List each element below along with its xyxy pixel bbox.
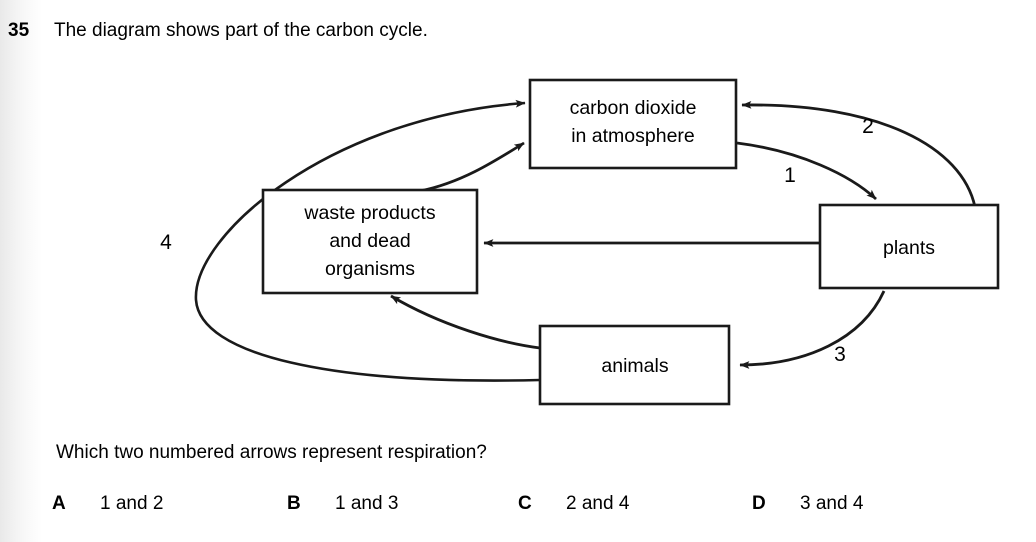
box-animals: animals <box>538 324 731 406</box>
answer-option-b[interactable]: B 1 and 3 <box>287 493 398 515</box>
carbon-cycle-diagram: carbon dioxide in atmosphere waste produ… <box>0 55 1036 425</box>
answer-option-c-text: 2 and 4 <box>566 493 630 514</box>
question-stem: The diagram shows part of the carbon cyc… <box>54 20 428 41</box>
box-plants-label: plants <box>883 237 935 259</box>
arrow-waste-to-co2 <box>419 141 525 193</box>
arrow-1-co2-to-plants <box>736 141 877 201</box>
box-waste-products-line-3: organisms <box>325 258 415 280</box>
question-number: 35 <box>8 20 30 41</box>
answer-option-a-letter: A <box>52 493 66 514</box>
box-animals-label: animals <box>601 355 668 377</box>
question-header: 35 The diagram shows part of the carbon … <box>8 20 428 42</box>
arrow-label-1: 1 <box>784 164 796 187</box>
carbon-cycle-svg: carbon dioxide in atmosphere waste produ… <box>160 78 1000 406</box>
box-waste-products-line-1: waste products <box>303 202 435 224</box>
answer-option-b-text: 1 and 3 <box>335 493 399 514</box>
answer-option-d[interactable]: D 3 and 4 <box>752 493 863 515</box>
arrow-label-4: 4 <box>160 231 172 254</box>
box-carbon-dioxide: carbon dioxide in atmosphere <box>528 78 738 170</box>
arrow-label-2: 2 <box>862 115 874 138</box>
arrow-3-plants-to-animals <box>739 290 886 369</box>
answer-option-a[interactable]: A 1 and 2 <box>52 493 163 515</box>
box-waste-products-line-2: and dead <box>329 230 410 252</box>
box-plants: plants <box>818 203 1000 290</box>
answer-option-d-letter: D <box>752 493 766 514</box>
answer-option-c-letter: C <box>518 493 532 514</box>
answer-option-a-text: 1 and 2 <box>100 493 164 514</box>
arrow-4-animals-to-co2 <box>194 99 541 382</box>
arrow-animals-to-waste <box>390 294 541 350</box>
question-prompt: Which two numbered arrows represent resp… <box>56 442 487 463</box>
arrow-2-plants-to-co2 <box>741 100 977 208</box>
box-carbon-dioxide-line-1: carbon dioxide <box>570 97 697 119</box>
box-waste-products: waste products and dead organisms <box>261 188 479 295</box>
box-carbon-dioxide-line-2: in atmosphere <box>571 125 695 147</box>
answer-option-c[interactable]: C 2 and 4 <box>518 493 629 515</box>
arrow-label-3: 3 <box>834 343 846 366</box>
answer-option-b-letter: B <box>287 493 301 514</box>
answer-option-d-text: 3 and 4 <box>800 493 864 514</box>
answer-options: A 1 and 2 B 1 and 3 C 2 and 4 D 3 and 4 <box>52 493 992 521</box>
